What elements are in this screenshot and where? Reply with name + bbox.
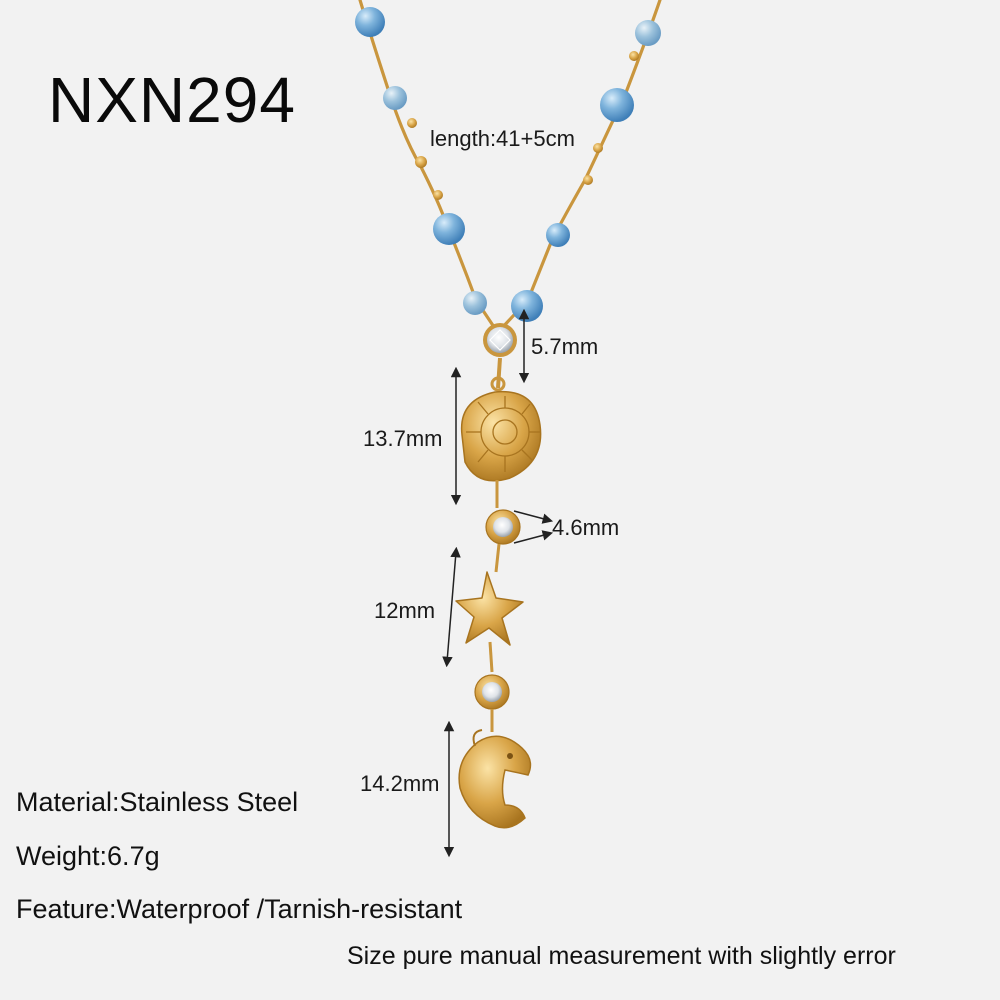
- length-label: length:41+5cm: [430, 126, 575, 151]
- bezel-size-label: 4.6mm: [552, 515, 620, 540]
- shell-size-label: 13.7mm: [363, 426, 443, 451]
- starfish-charm: [455, 571, 524, 673]
- measurement-note: Size pure manual measurement with slight…: [347, 942, 896, 970]
- shell-charm: [460, 357, 542, 508]
- chain: [358, 0, 662, 332]
- bezel-stone: [485, 509, 521, 573]
- zircon-stone: [483, 323, 517, 357]
- product-code: NXN294: [48, 64, 296, 136]
- dolphin-charm: [458, 729, 532, 829]
- measurement-arrows: [442, 308, 554, 858]
- weight-spec: Weight:6.7g: [16, 841, 160, 871]
- bezel-stone-2: [474, 674, 510, 732]
- material-spec: Material:Stainless Steel: [16, 787, 299, 817]
- zircon-size-label: 5.7mm: [531, 334, 599, 359]
- starfish-size-label: 12mm: [374, 598, 436, 623]
- bead-strand: [355, 7, 661, 322]
- feature-spec: Feature:Waterproof /Tarnish-resistant: [16, 894, 463, 924]
- dolphin-size-label: 14.2mm: [360, 771, 440, 796]
